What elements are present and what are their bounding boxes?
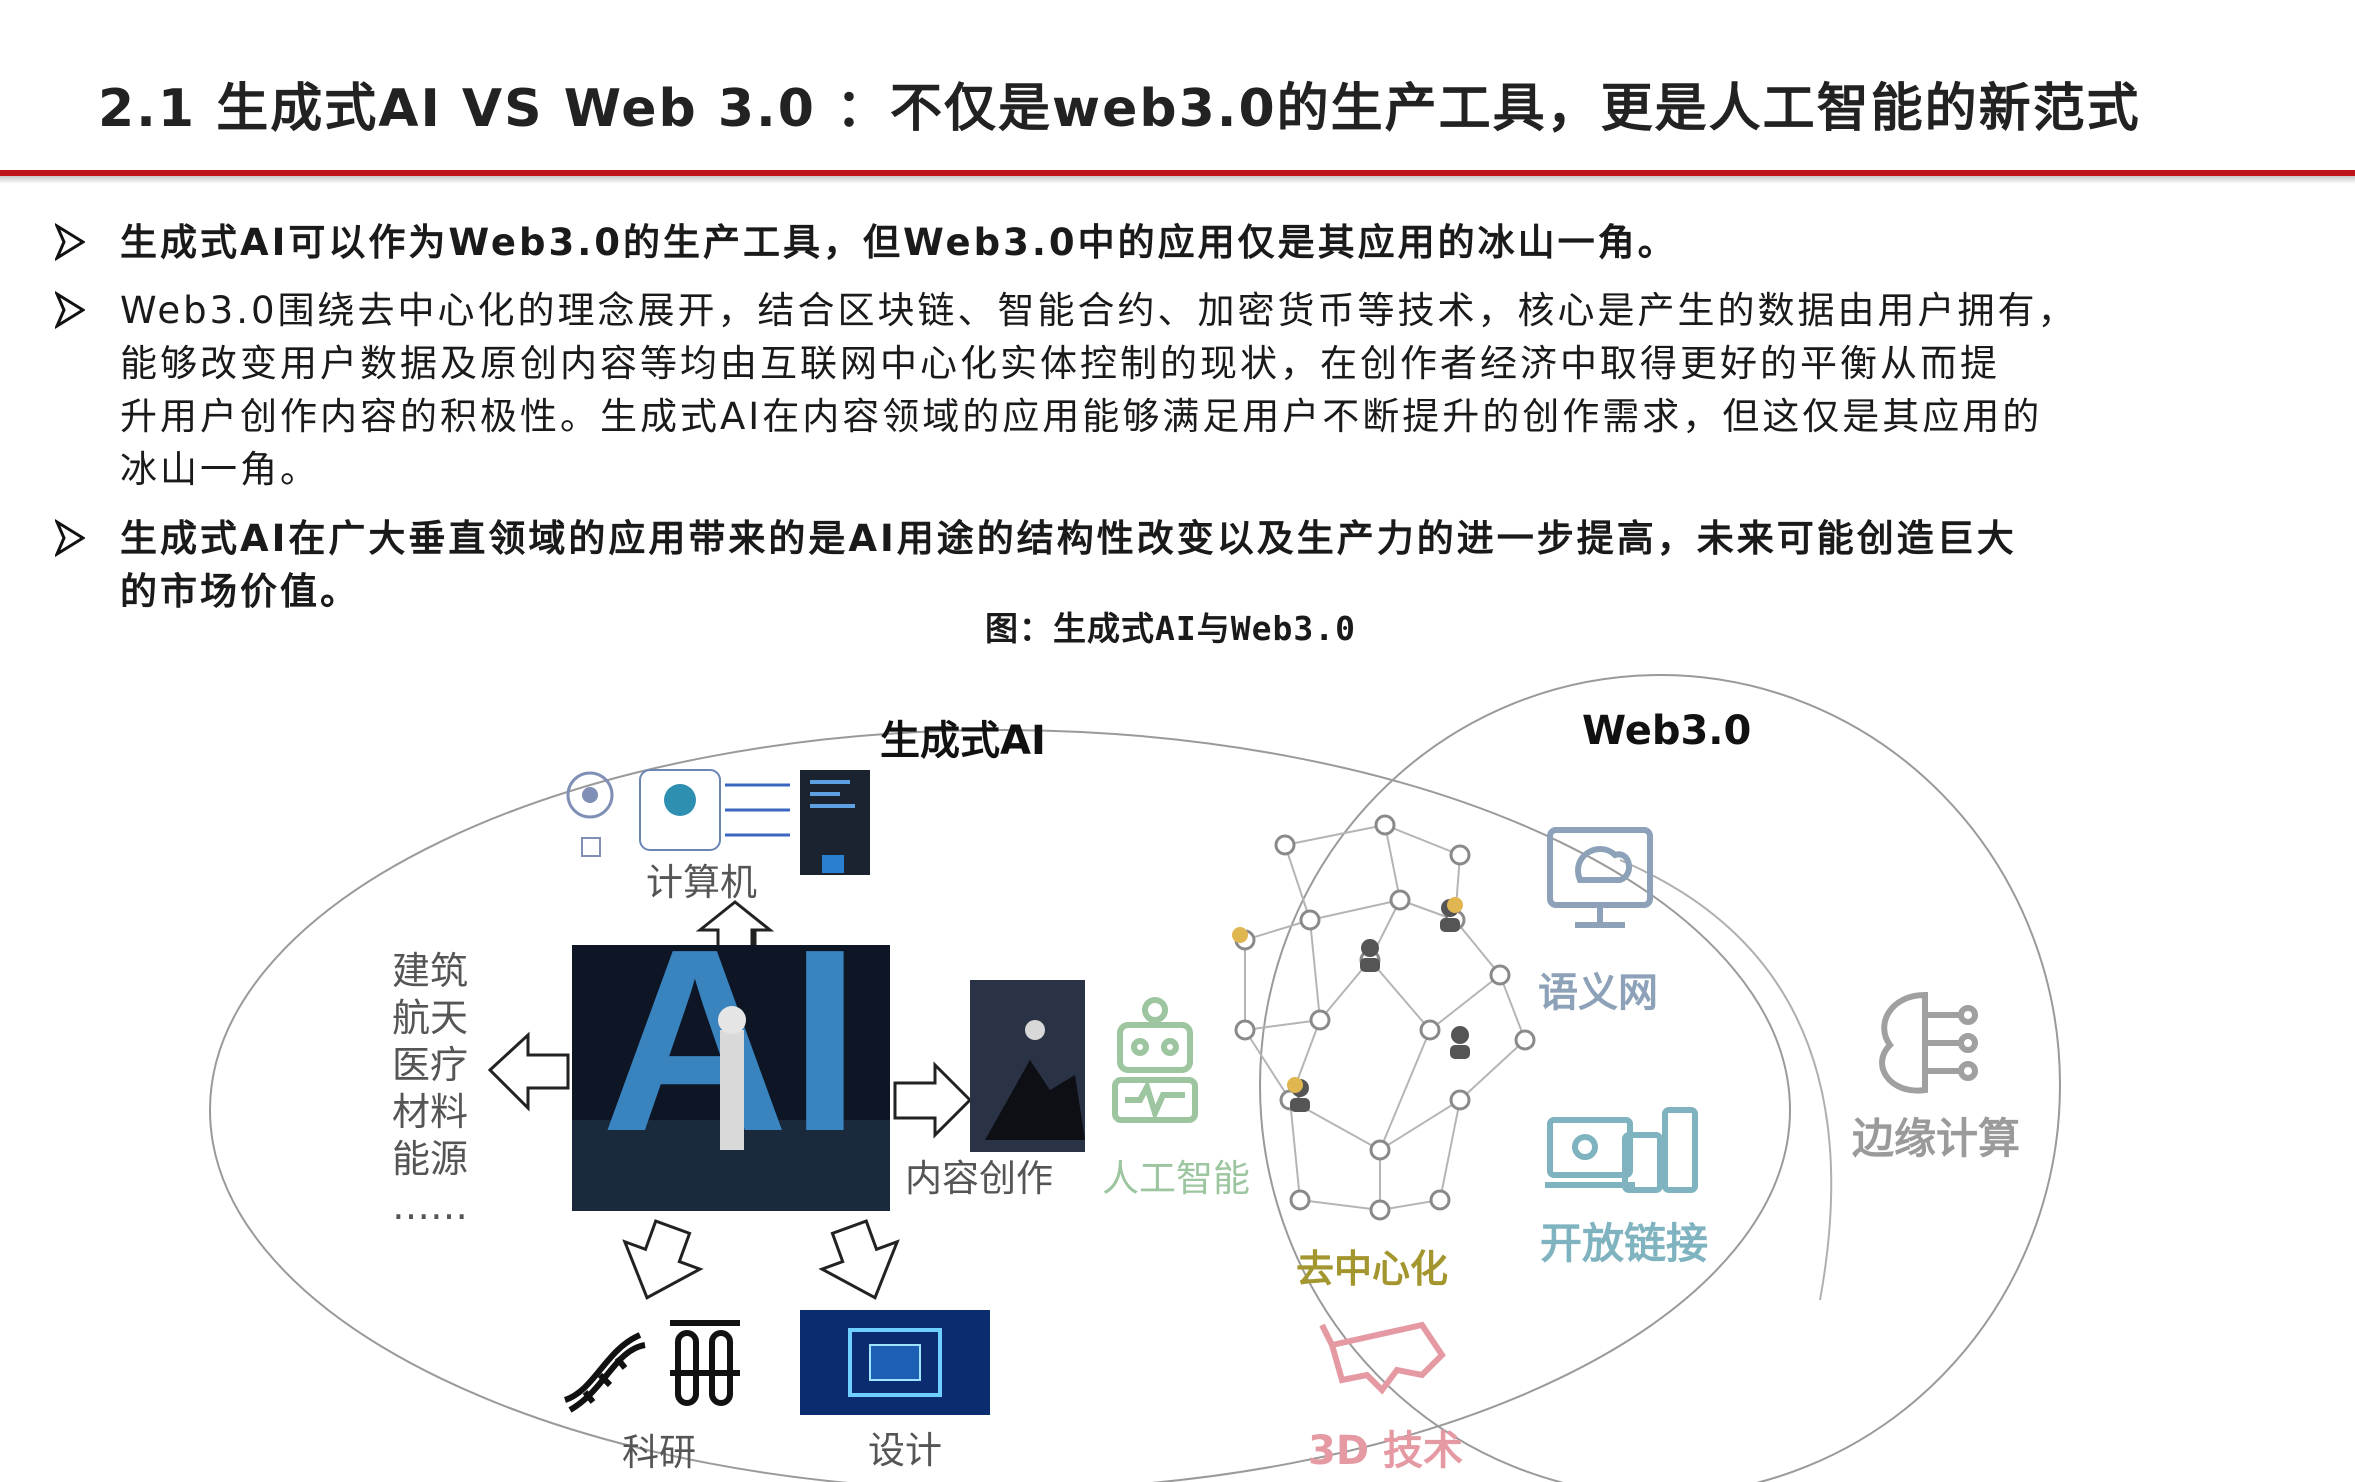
arrow-bullet-icon (55, 519, 85, 557)
test-tubes-icon (670, 1320, 740, 1406)
edge-computing-label: 边缘计算 (1852, 1114, 2021, 1163)
research-label: 科研 (622, 1431, 696, 1474)
decentralization-label: 去中心化 (1296, 1247, 1449, 1291)
design-label: 设计 (868, 1429, 942, 1472)
bullet-3-line: 生成式AI在广大垂直领域的应用带来的是AI用途的结构性改变以及生产力的进一步提高… (120, 517, 2017, 560)
semantic-web-icon (1547, 827, 1653, 928)
domain-item: 航天 (391, 996, 468, 1040)
3d-tech-label: 3D 技术 (1308, 1428, 1463, 1474)
web3-set (1259, 674, 2061, 1482)
user-nodes (1290, 899, 1470, 1112)
arrow-bullet-icon (55, 291, 85, 329)
open-links-label: 开放链接 (1540, 1219, 1709, 1268)
web3-set-label: Web3.0 (1582, 708, 1752, 754)
copilot-diagram (566, 769, 870, 875)
domain-item: 材料 (391, 1090, 468, 1134)
bullet-2-line: 升用户创作内容的积极性。生成式AI在内容领域的应用能够满足用户不断提升的创作需求… (120, 395, 2043, 438)
title-divider (0, 170, 2355, 176)
user-nodes-yellow (1232, 897, 1463, 1093)
arrow-bullet-icon (55, 223, 85, 261)
bullet-1-text: 生成式AI可以作为Web3.0的生产工具，但Web3.0中的应用仅是其应用的冰山… (120, 221, 1678, 264)
page-title: 2.1 生成式AI VS Web 3.0 ：不仅是web3.0的生产工具，更是人… (98, 79, 2141, 139)
bullet-1: 生成式AI可以作为Web3.0的生产工具，但Web3.0中的应用仅是其应用的冰山… (55, 216, 2275, 269)
content-creation-label: 内容创作 (905, 1157, 1053, 1200)
bullet-2: Web3.0围绕去中心化的理念展开，结合区块链、智能合约、加密货币等技术，核心是… (55, 284, 2275, 496)
generative-ai-set-label: 生成式AI (880, 718, 1046, 764)
domain-item: …… (392, 1184, 468, 1228)
domain-item: 能源 (391, 1137, 468, 1181)
bullet-2-line: 冰山一角。 (120, 448, 320, 491)
bullet-2-line: Web3.0围绕去中心化的理念展开，结合区块链、智能合约、加密货币等技术，核心是… (120, 289, 2078, 332)
3d-glasses-icon (1319, 1321, 1446, 1395)
bullet-3: 生成式AI在广大垂直领域的应用带来的是AI用途的结构性改变以及生产力的进一步提高… (55, 512, 2275, 618)
generative-ai-set (209, 729, 1791, 1482)
domain-item: 建筑 (391, 949, 468, 993)
computer-label: 计算机 (646, 861, 757, 904)
semantic-web-label: 语义网 (1538, 970, 1658, 1016)
robot-icon (1112, 997, 1198, 1123)
ai-label: 人工智能 (1102, 1157, 1250, 1200)
bullet-3-line: 的市场价值。 (120, 570, 360, 613)
edge-computing-icon (1879, 991, 1978, 1094)
network-nodes (1234, 814, 1536, 1221)
figure-caption: 图：生成式AI与Web3.0 (985, 609, 1356, 648)
domain-list: 建筑 航天 医疗 材料 能源 …… (390, 948, 470, 1230)
domain-item: 医疗 (391, 1043, 468, 1087)
title-divider-shadow (0, 176, 2355, 184)
open-links-icon (1545, 1107, 1698, 1193)
bullet-2-line: 能够改变用户数据及原创内容等均由互联网中心化实体控制的现状，在创作者经济中取得更… (120, 342, 2000, 385)
dna-icon (563, 1332, 646, 1413)
